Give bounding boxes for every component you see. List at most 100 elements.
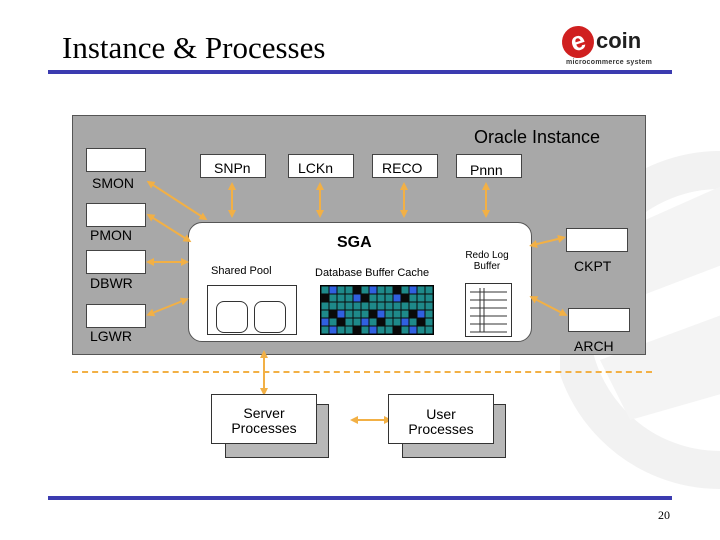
server-processes-label: Server Processes	[231, 405, 297, 436]
cache-cell	[353, 286, 361, 294]
logo-tagline: microcommerce system	[566, 59, 653, 66]
ckpt-box	[566, 228, 628, 252]
cache-cell	[417, 294, 425, 302]
user-processes-box: User Processes	[388, 394, 494, 444]
shared-pool-cell-2	[254, 301, 286, 333]
cache-cell	[417, 286, 425, 294]
lckn-box	[288, 154, 354, 178]
cache-cell	[329, 286, 337, 294]
cache-cell	[361, 286, 369, 294]
cache-cell	[377, 302, 385, 310]
cache-cell	[345, 286, 353, 294]
cache-cell	[409, 326, 417, 334]
redo-log-lines-icon	[470, 288, 507, 333]
reco-label: RECO	[382, 160, 423, 176]
shared-pool-box	[207, 285, 297, 335]
cache-cell	[321, 294, 329, 302]
cache-cell	[337, 318, 345, 326]
cache-cell	[369, 294, 377, 302]
pmon-box	[86, 203, 146, 227]
cache-cell	[401, 302, 409, 310]
cache-cell	[401, 286, 409, 294]
cache-cell	[369, 286, 377, 294]
ckpt-label: CKPT	[574, 258, 612, 274]
redo-log-box	[465, 283, 512, 337]
pnnn-box	[456, 154, 522, 178]
cache-cell	[329, 326, 337, 334]
cache-cell	[385, 302, 393, 310]
cache-cell	[393, 326, 401, 334]
cache-cell	[409, 318, 417, 326]
cache-cell	[393, 310, 401, 318]
cache-cell	[337, 310, 345, 318]
cache-cell	[393, 302, 401, 310]
arch-label: ARCH	[574, 338, 614, 354]
dbwr-box	[86, 250, 146, 274]
cache-cell	[393, 286, 401, 294]
cache-cell	[401, 294, 409, 302]
cache-cell	[401, 318, 409, 326]
cache-cell	[385, 318, 393, 326]
cache-cell	[345, 318, 353, 326]
cache-cell	[393, 294, 401, 302]
cache-cell	[425, 310, 433, 318]
cache-cell	[417, 318, 425, 326]
page-number: 20	[658, 508, 670, 522]
cache-cell	[329, 302, 337, 310]
cache-cell	[337, 302, 345, 310]
user-processes-label: User Processes	[408, 406, 474, 437]
lgwr-label: LGWR	[90, 328, 132, 344]
buffer-cache-label: Database Buffer Cache	[315, 267, 430, 279]
slide-title: Instance & Processes	[62, 30, 326, 65]
cache-cell	[321, 326, 329, 334]
logo-word: coin	[596, 28, 642, 53]
cache-cell	[377, 310, 385, 318]
dbwr-label: DBWR	[90, 275, 133, 291]
cache-cell	[345, 310, 353, 318]
ecoin-logo: e coin microcommerce system	[557, 21, 676, 70]
cache-cell	[321, 286, 329, 294]
cache-cell	[329, 310, 337, 318]
cache-cell	[345, 294, 353, 302]
cache-cell	[417, 326, 425, 334]
cache-cell	[377, 318, 385, 326]
cache-cell	[417, 302, 425, 310]
buffer-cache-cells	[321, 286, 433, 334]
cache-cell	[409, 286, 417, 294]
footer-rule	[48, 496, 672, 500]
buffer-cache-grid	[320, 285, 434, 335]
cache-cell	[425, 286, 433, 294]
cache-cell	[369, 310, 377, 318]
cache-cell	[337, 326, 345, 334]
cache-cell	[329, 318, 337, 326]
sga-title: SGA	[337, 234, 372, 251]
smon-box	[86, 148, 146, 172]
shared-pool-label: Shared Pool	[211, 265, 272, 277]
lckn-label: LCKn	[298, 160, 334, 176]
pnnn-label: Pnnn	[470, 162, 503, 178]
cache-cell	[329, 294, 337, 302]
cache-cell	[409, 310, 417, 318]
cache-cell	[361, 294, 369, 302]
cache-cell	[353, 318, 361, 326]
cache-cell	[369, 302, 377, 310]
cache-cell	[425, 302, 433, 310]
cache-cell	[377, 294, 385, 302]
title-rule	[48, 70, 672, 74]
cache-cell	[377, 286, 385, 294]
smon-label: SMON	[92, 175, 134, 191]
cache-cell	[425, 326, 433, 334]
cache-cell	[321, 310, 329, 318]
cache-cell	[337, 286, 345, 294]
cache-cell	[425, 318, 433, 326]
cache-cell	[393, 318, 401, 326]
arch-box	[568, 308, 630, 332]
cache-cell	[353, 310, 361, 318]
redo-log-label: Redo Log Buffer	[465, 250, 509, 272]
cache-cell	[345, 326, 353, 334]
instance-boundary-line	[72, 371, 652, 373]
cache-cell	[401, 326, 409, 334]
lgwr-box	[86, 304, 146, 328]
cache-cell	[353, 326, 361, 334]
